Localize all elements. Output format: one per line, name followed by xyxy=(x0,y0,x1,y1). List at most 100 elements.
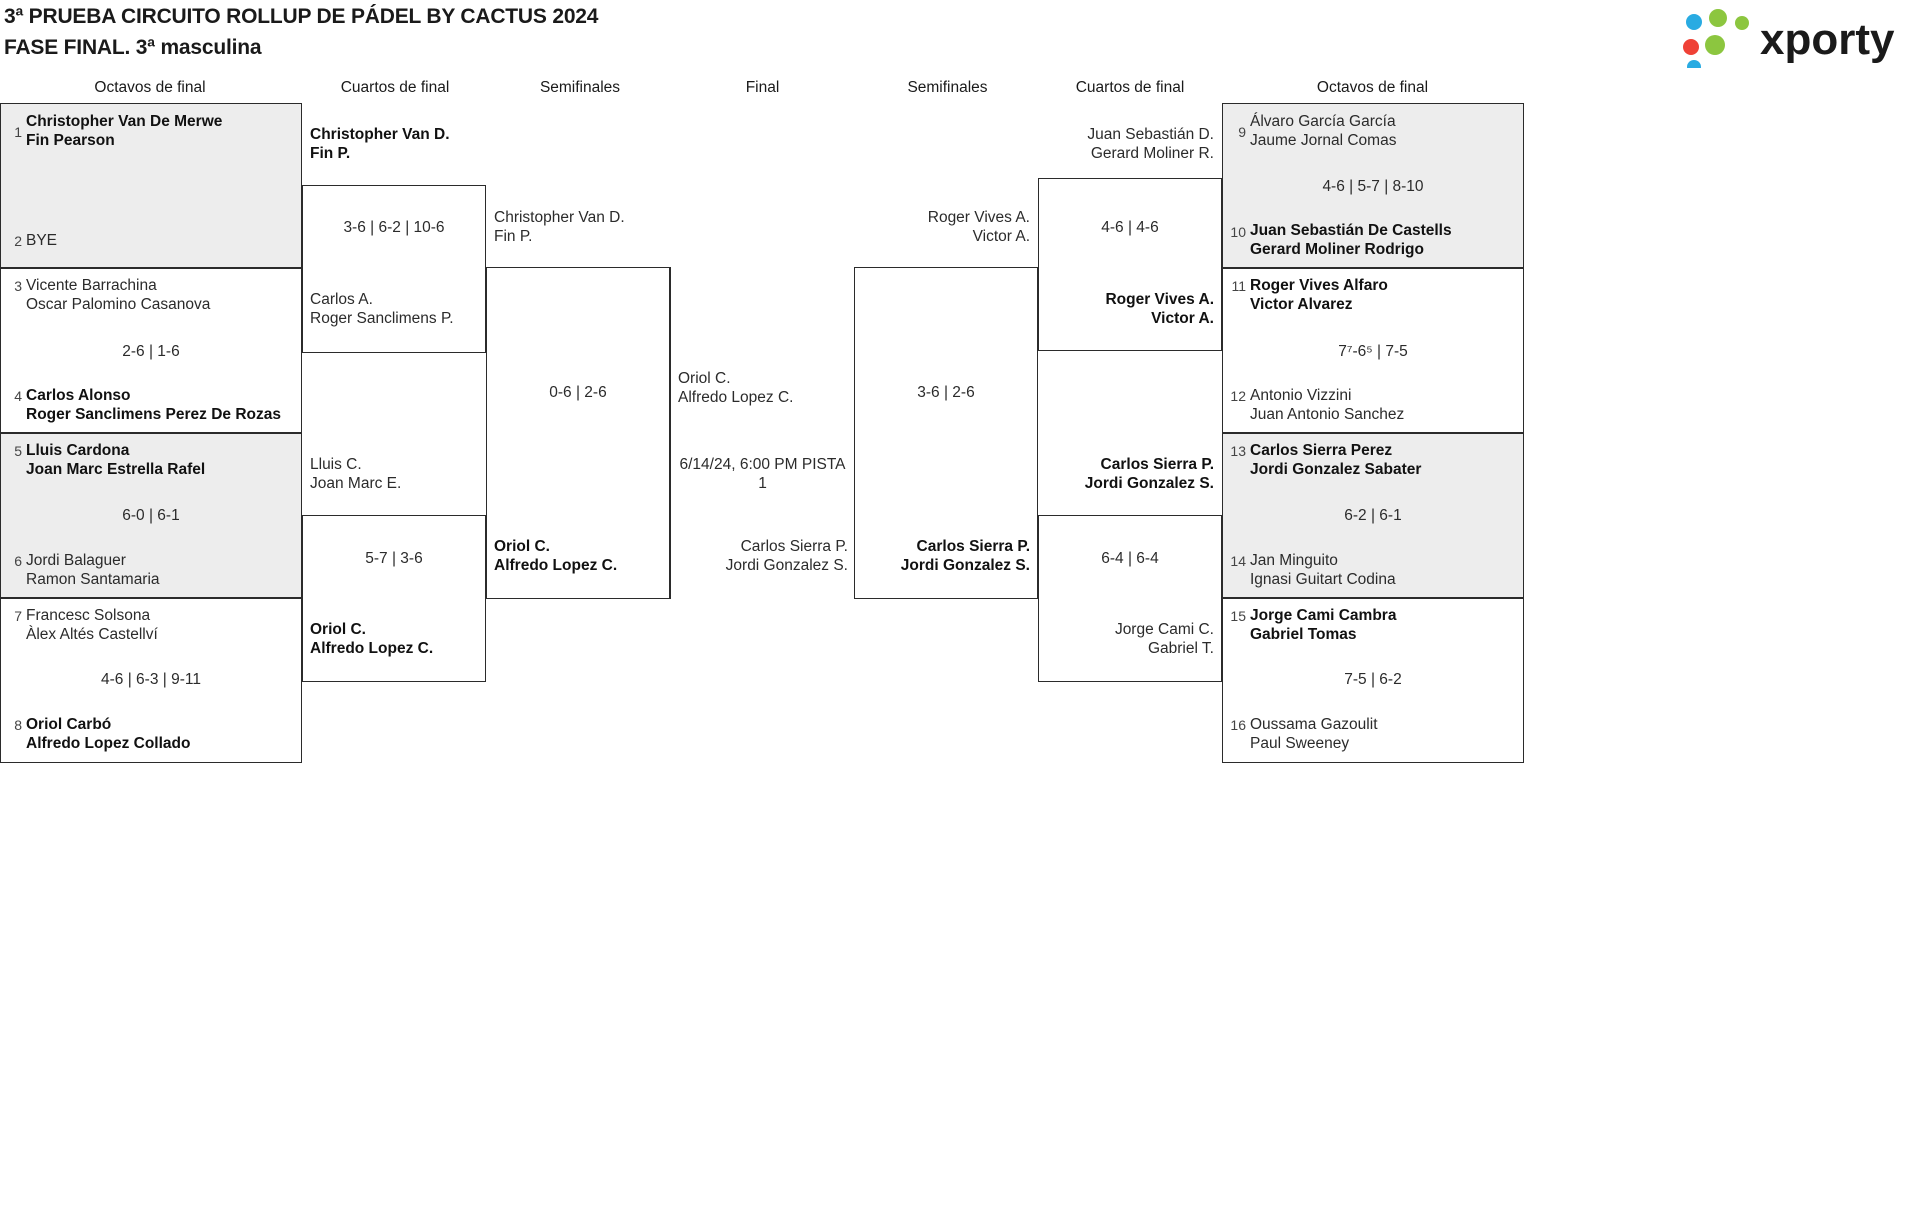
player-name: Paul Sweeney xyxy=(1250,734,1350,752)
player-name: Jordi Gonzalez Sabater xyxy=(1250,460,1422,478)
match-box-left-o4[interactable] xyxy=(0,598,302,763)
player-name: Gabriel Tomas xyxy=(1250,625,1357,643)
player-name: Oriol C. xyxy=(310,621,366,638)
team-right-o4a: Jorge Cami Cambra Gabriel Tomas xyxy=(1250,607,1396,645)
svg-text:xporty: xporty xyxy=(1760,15,1895,64)
connector-final-right xyxy=(854,267,855,599)
final-datetime-line2: 1 xyxy=(758,474,767,492)
team-right-o2b: Antonio Vizzini Juan Antonio Sanchez xyxy=(1250,387,1404,425)
player-name: Àlex Altés Castellví xyxy=(26,625,158,643)
tournament-title: 3ª PRUEBA CIRCUITO ROLLUP DE PÁDEL BY CA… xyxy=(4,5,599,28)
seed-16: 16 xyxy=(1230,717,1246,733)
seed-9: 9 xyxy=(1238,124,1246,140)
score-left-q1: 3-6 | 6-2 | 10-6 xyxy=(343,219,445,236)
match-box-right-o1[interactable] xyxy=(1222,103,1524,268)
round-header-final: Final xyxy=(745,79,780,96)
match-box-right-o4[interactable] xyxy=(1222,598,1524,763)
player-name: Ignasi Guitart Codina xyxy=(1250,570,1396,588)
seed-11: 11 xyxy=(1231,278,1246,294)
seed-4: 4 xyxy=(14,388,22,404)
player-name: Victor A. xyxy=(1151,309,1214,327)
page-header: 3ª PRUEBA CIRCUITO ROLLUP DE PÁDEL BY CA… xyxy=(0,0,1920,92)
player-name: Carlos A. xyxy=(310,291,373,308)
team-left-q2b: Oriol C. Alfredo Lopez C. xyxy=(310,621,433,659)
team-left-o1b: BYE xyxy=(26,232,57,251)
match-box-right-q1[interactable] xyxy=(1038,178,1222,351)
player-name: Roger Sanclimens P. xyxy=(310,309,454,327)
score-left-o2: 2-6 | 1-6 xyxy=(122,343,180,360)
player-name: Oussama Gazoulit xyxy=(1250,716,1378,733)
score-right-q2: 6-4 | 6-4 xyxy=(1101,550,1159,567)
team-right-o2a: Roger Vives Alfaro Victor Alvarez xyxy=(1250,277,1388,315)
player-name: Roger Vives A. xyxy=(927,209,1030,226)
xporty-logo[interactable]: xporty xyxy=(1674,6,1914,68)
player-name: Joan Marc Estrella Rafel xyxy=(26,460,206,478)
match-box-right-o3[interactable] xyxy=(1222,433,1524,598)
player-name: Carlos Alonso xyxy=(26,387,131,404)
team-left-q1b: Carlos A. Roger Sanclimens P. xyxy=(310,291,454,329)
final-datetime: 6/14/24, 6:00 PM PISTA 1 xyxy=(670,456,855,494)
tournament-subtitle: FASE FINAL. 3ª masculina xyxy=(4,36,262,59)
player-name: Jordi Gonzalez S. xyxy=(725,556,848,574)
score-right-o3: 6-2 | 6-1 xyxy=(1344,507,1402,524)
team-left-o2b: Carlos Alonso Roger Sanclimens Perez De … xyxy=(26,387,281,425)
team-left-o1a: Christopher Van De Merwe Fin Pearson xyxy=(26,113,222,151)
player-name: Carlos Sierra P. xyxy=(1100,456,1214,473)
player-name: Christopher Van De Merwe xyxy=(26,113,223,130)
match-box-left-q1[interactable] xyxy=(302,185,486,353)
match-box-left-o1[interactable] xyxy=(0,103,302,268)
player-name: Oscar Palomino Casanova xyxy=(26,295,211,313)
score-left-o3: 6-0 | 6-1 xyxy=(122,507,180,524)
score-left-sf: 0-6 | 2-6 xyxy=(549,384,607,401)
player-name: Roger Vives A. xyxy=(1105,291,1214,308)
team-left-q1a: Christopher Van D. Fin P. xyxy=(310,126,450,164)
score-right-o1: 4-6 | 5-7 | 8-10 xyxy=(1322,178,1424,195)
player-name: Oriol C. xyxy=(678,370,731,387)
team-right-sf-a: Roger Vives A. Victor A. xyxy=(862,209,1030,247)
team-right-q2a: Carlos Sierra P. Jordi Gonzalez S. xyxy=(1046,456,1214,494)
player-name: Francesc Solsona xyxy=(26,607,151,624)
match-box-left-o3[interactable] xyxy=(0,433,302,598)
match-box-right-o2[interactable] xyxy=(1222,268,1524,433)
player-name: Oriol C. xyxy=(494,538,550,555)
player-name: Carlos Sierra P. xyxy=(740,538,848,555)
round-header-cuartos-right: Cuartos de final xyxy=(1075,79,1185,96)
player-name: Alfredo Lopez C. xyxy=(678,388,794,406)
player-name: BYE xyxy=(26,232,58,249)
seed-6: 6 xyxy=(14,553,22,569)
player-name: Gerard Moliner Rodrigo xyxy=(1250,240,1424,258)
match-box-left-sf[interactable] xyxy=(486,267,670,599)
team-left-o3b: Jordi Balaguer Ramon Santamaria xyxy=(26,552,160,590)
player-name: Ramon Santamaria xyxy=(26,570,160,588)
seed-3: 3 xyxy=(14,278,22,294)
player-name: Gabriel T. xyxy=(1147,639,1214,657)
player-name: Gerard Moliner R. xyxy=(1090,144,1214,162)
player-name: Alfredo Lopez C. xyxy=(310,639,434,657)
round-header-octavos-left: Octavos de final xyxy=(94,79,206,96)
round-header-octavos-right: Octavos de final xyxy=(1316,79,1429,96)
seed-2: 2 xyxy=(14,233,22,249)
player-name: Jorge Cami C. xyxy=(1114,621,1214,638)
player-name: Carlos Sierra Perez xyxy=(1250,442,1393,459)
score-left-q2: 5-7 | 3-6 xyxy=(365,550,423,567)
final-team-bottom: Carlos Sierra P. Jordi Gonzalez S. xyxy=(720,538,848,576)
team-left-q2a: Lluis C. Joan Marc E. xyxy=(310,456,401,494)
player-name: Juan Sebastián De Castells xyxy=(1250,222,1452,239)
final-team-top: Oriol C. Alfredo Lopez C. xyxy=(678,370,793,408)
player-name: Jordi Balaguer xyxy=(26,552,126,569)
match-box-right-sf[interactable] xyxy=(854,267,1038,599)
team-right-o1b: Juan Sebastián De Castells Gerard Moline… xyxy=(1250,222,1452,260)
player-name: Fin Pearson xyxy=(26,131,115,149)
player-name: Jordi Gonzalez S. xyxy=(1084,474,1214,492)
team-left-o2a: Vicente Barrachina Oscar Palomino Casano… xyxy=(26,277,210,315)
team-right-o3a: Carlos Sierra Perez Jordi Gonzalez Sabat… xyxy=(1250,442,1421,480)
player-name: Roger Vives Alfaro xyxy=(1250,277,1388,294)
match-box-right-q2[interactable] xyxy=(1038,515,1222,682)
seed-5: 5 xyxy=(14,443,22,459)
team-left-o4b: Oriol Carbó Alfredo Lopez Collado xyxy=(26,716,190,754)
player-name: Carlos Sierra P. xyxy=(916,538,1030,555)
match-box-left-o2[interactable] xyxy=(0,268,302,433)
player-name: Christopher Van D. xyxy=(310,126,450,143)
match-box-left-q2[interactable] xyxy=(302,515,486,682)
score-right-sf: 3-6 | 2-6 xyxy=(917,384,975,401)
